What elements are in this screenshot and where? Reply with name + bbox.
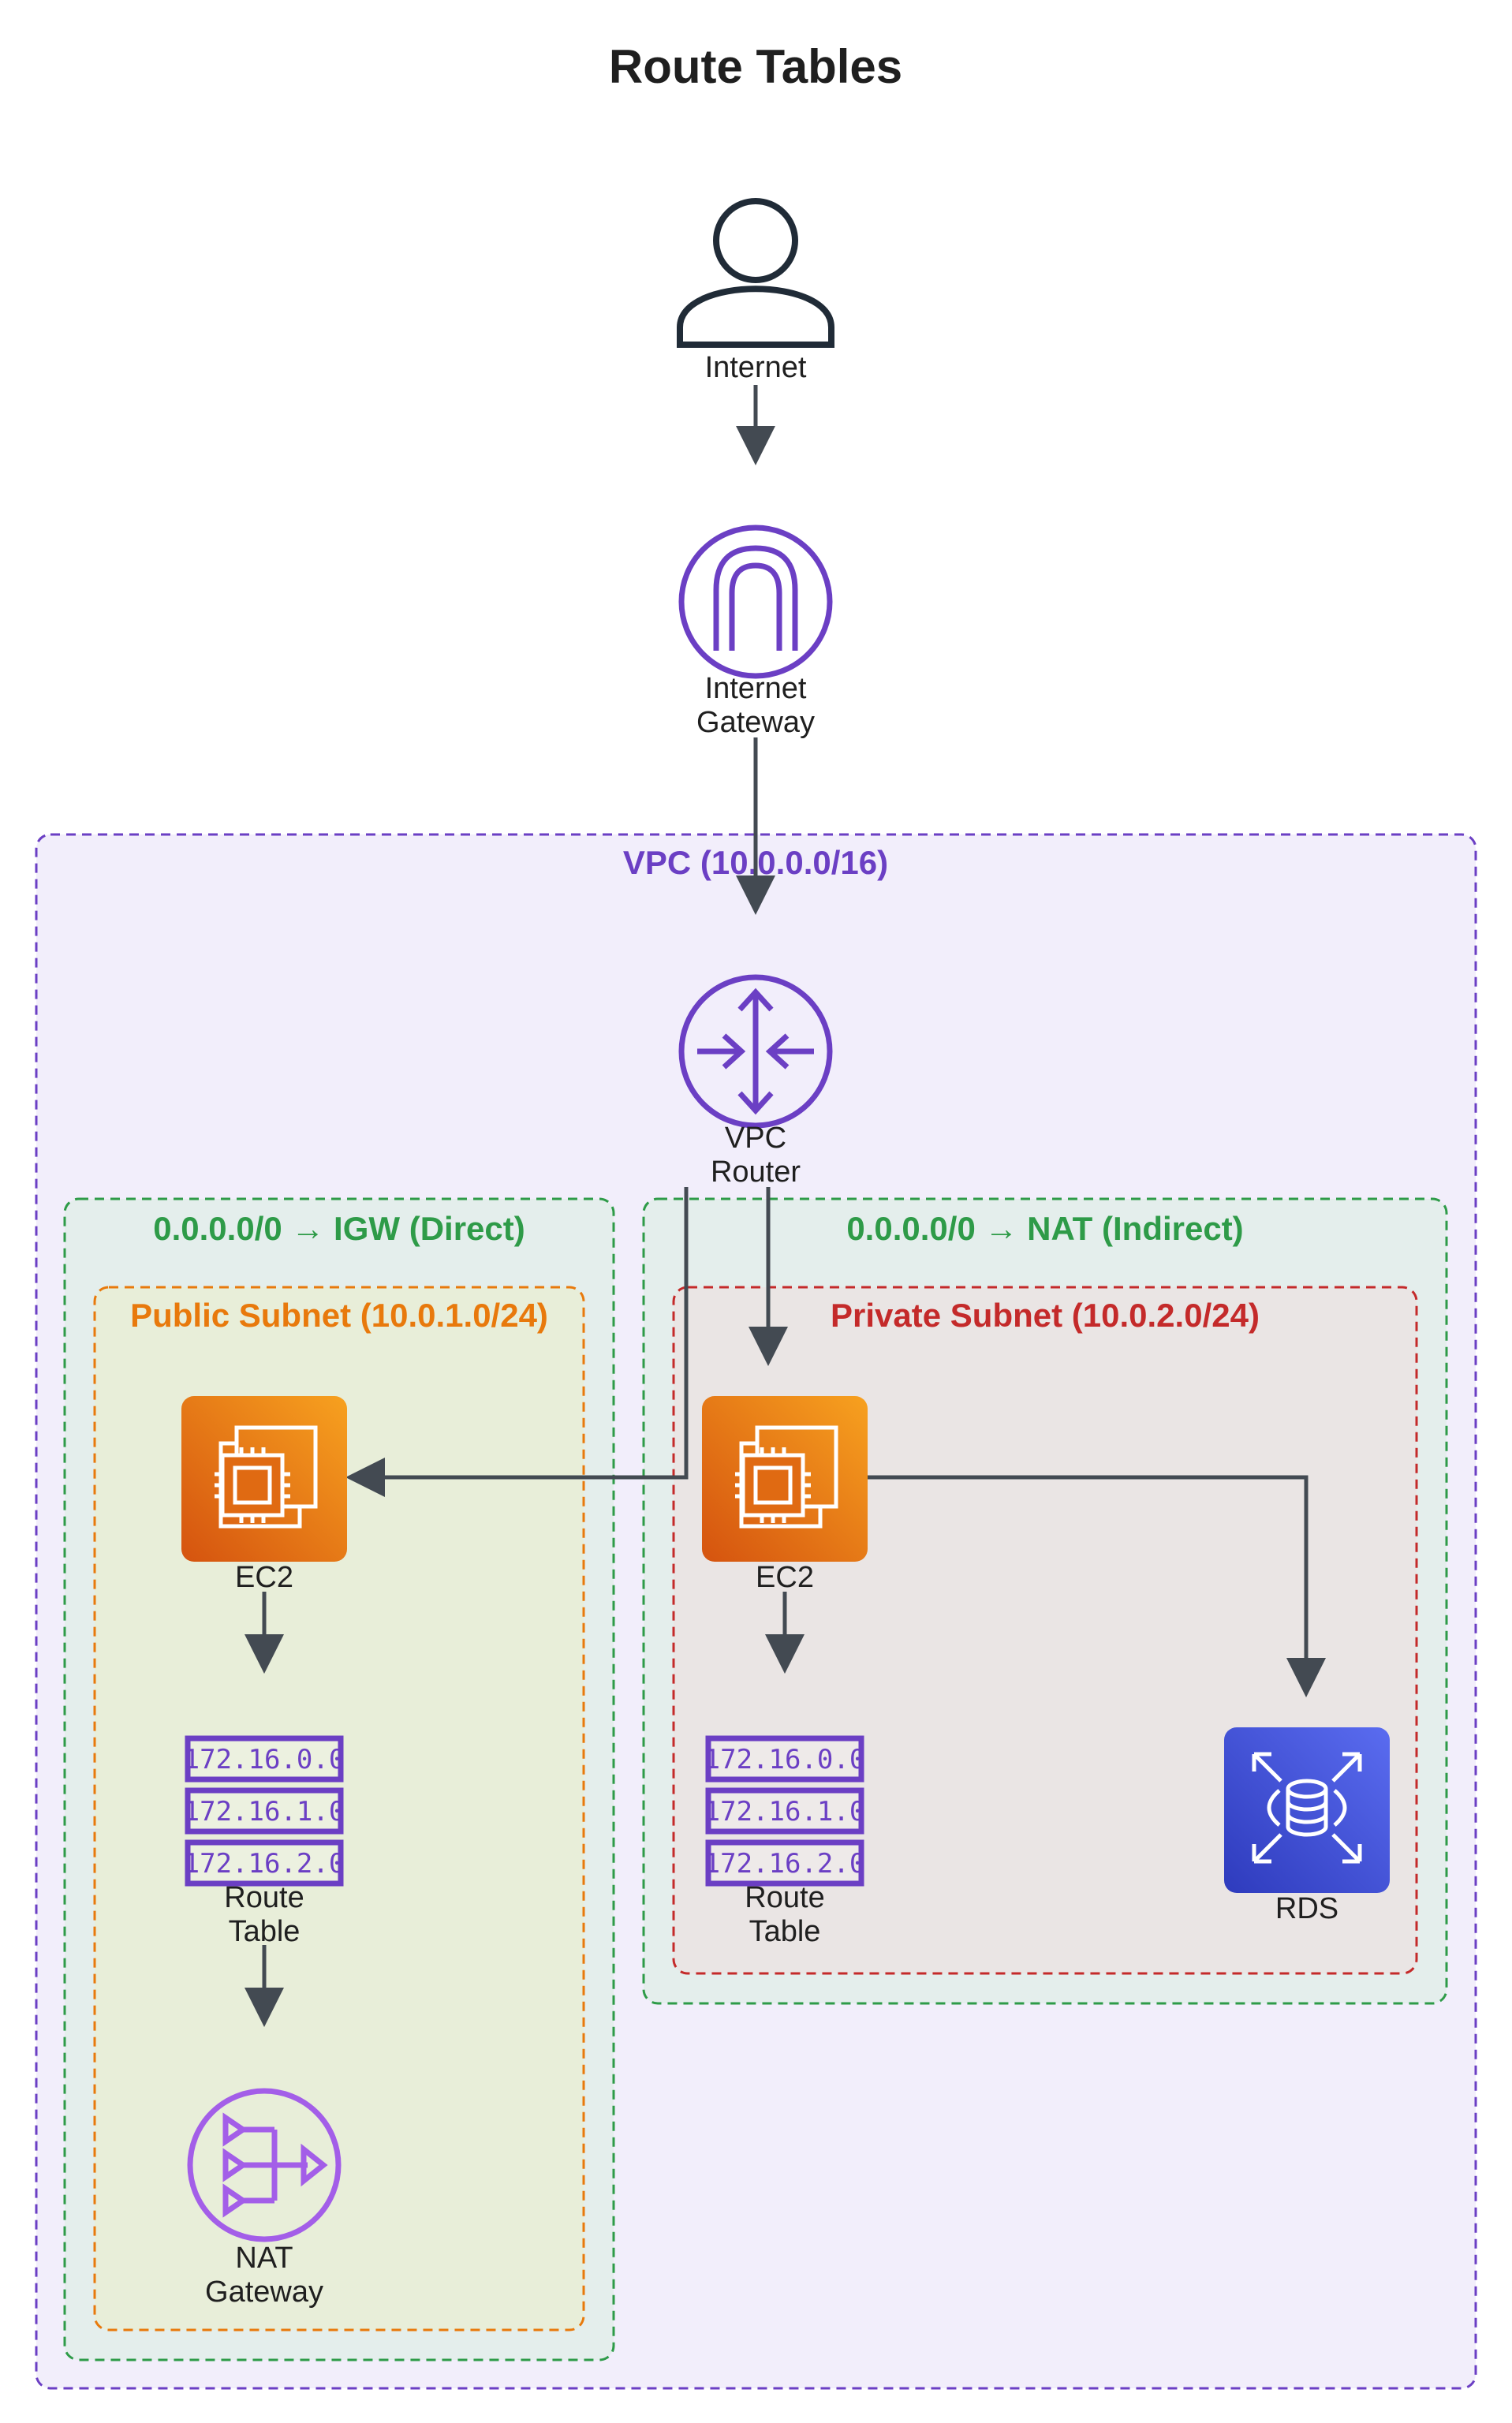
vpc-router-label-line1: VPC	[725, 1122, 786, 1155]
indirect-route-label: 0.0.0.0/0 → NAT (Indirect)	[846, 1210, 1243, 1247]
vpc-router-node: VPC Router	[678, 974, 833, 1189]
route-entry: 172.16.2.0	[184, 1848, 345, 1880]
ec2-icon	[181, 1396, 347, 1562]
route-table-private-label-line2: Table	[749, 1915, 821, 1948]
nat-gateway-icon	[187, 2088, 342, 2242]
rds-database-icon	[1224, 1727, 1390, 1893]
ec2-public-node: EC2	[181, 1396, 347, 1594]
user-icon	[677, 198, 834, 348]
route-table-private-label-line1: Route	[745, 1881, 824, 1914]
edge-private-ec2-to-rds	[868, 1475, 1326, 1697]
route-table-icon: 172.16.0.0 172.16.1.0 172.16.2.0	[704, 1735, 866, 1887]
internet-gateway-node: Internet Gateway	[678, 525, 833, 739]
route-table-private-node: 172.16.0.0 172.16.1.0 172.16.2.0 Route T…	[704, 1735, 866, 1948]
public-subnet-label: Public Subnet (10.0.1.0/24)	[130, 1297, 548, 1334]
ec2-public-label: EC2	[235, 1561, 293, 1594]
route-entry: 172.16.0.0	[184, 1744, 345, 1775]
diagram-title: Route Tables	[609, 40, 902, 93]
igw-label-line2: Gateway	[696, 706, 815, 739]
internet-label: Internet	[705, 351, 807, 384]
route-table-icon: 172.16.0.0 172.16.1.0 172.16.2.0	[184, 1735, 345, 1887]
nat-gateway-node: NAT Gateway	[187, 2088, 342, 2309]
edge-router-to-public-ec2	[345, 1187, 689, 1497]
rds-label: RDS	[1275, 1892, 1338, 1925]
route-entry: 172.16.1.0	[704, 1796, 866, 1828]
vpc-router-label-line2: Router	[711, 1155, 801, 1189]
router-icon	[678, 974, 833, 1129]
internet-gateway-icon	[678, 525, 833, 679]
route-table-public-node: 172.16.0.0 172.16.1.0 172.16.2.0 Route T…	[184, 1735, 345, 1948]
route-table-public-label-line1: Route	[224, 1881, 304, 1914]
route-entry: 172.16.0.0	[704, 1744, 866, 1775]
nat-gateway-label-line1: NAT	[235, 2242, 293, 2275]
ec2-private-label: EC2	[756, 1561, 814, 1594]
igw-label-line1: Internet	[705, 672, 807, 705]
private-subnet-label: Private Subnet (10.0.2.0/24)	[831, 1297, 1260, 1334]
ec2-icon	[702, 1396, 868, 1562]
route-entry: 172.16.2.0	[704, 1848, 866, 1880]
route-entry: 172.16.1.0	[184, 1796, 345, 1828]
route-table-public-label-line2: Table	[229, 1915, 301, 1948]
rds-node: RDS	[1224, 1727, 1390, 1925]
edges	[245, 385, 1326, 2027]
nat-gateway-label-line2: Gateway	[205, 2276, 323, 2309]
internet-node: Internet	[677, 198, 834, 384]
ec2-private-node: EC2	[702, 1396, 868, 1594]
direct-route-label: 0.0.0.0/0 → IGW (Direct)	[153, 1210, 525, 1247]
